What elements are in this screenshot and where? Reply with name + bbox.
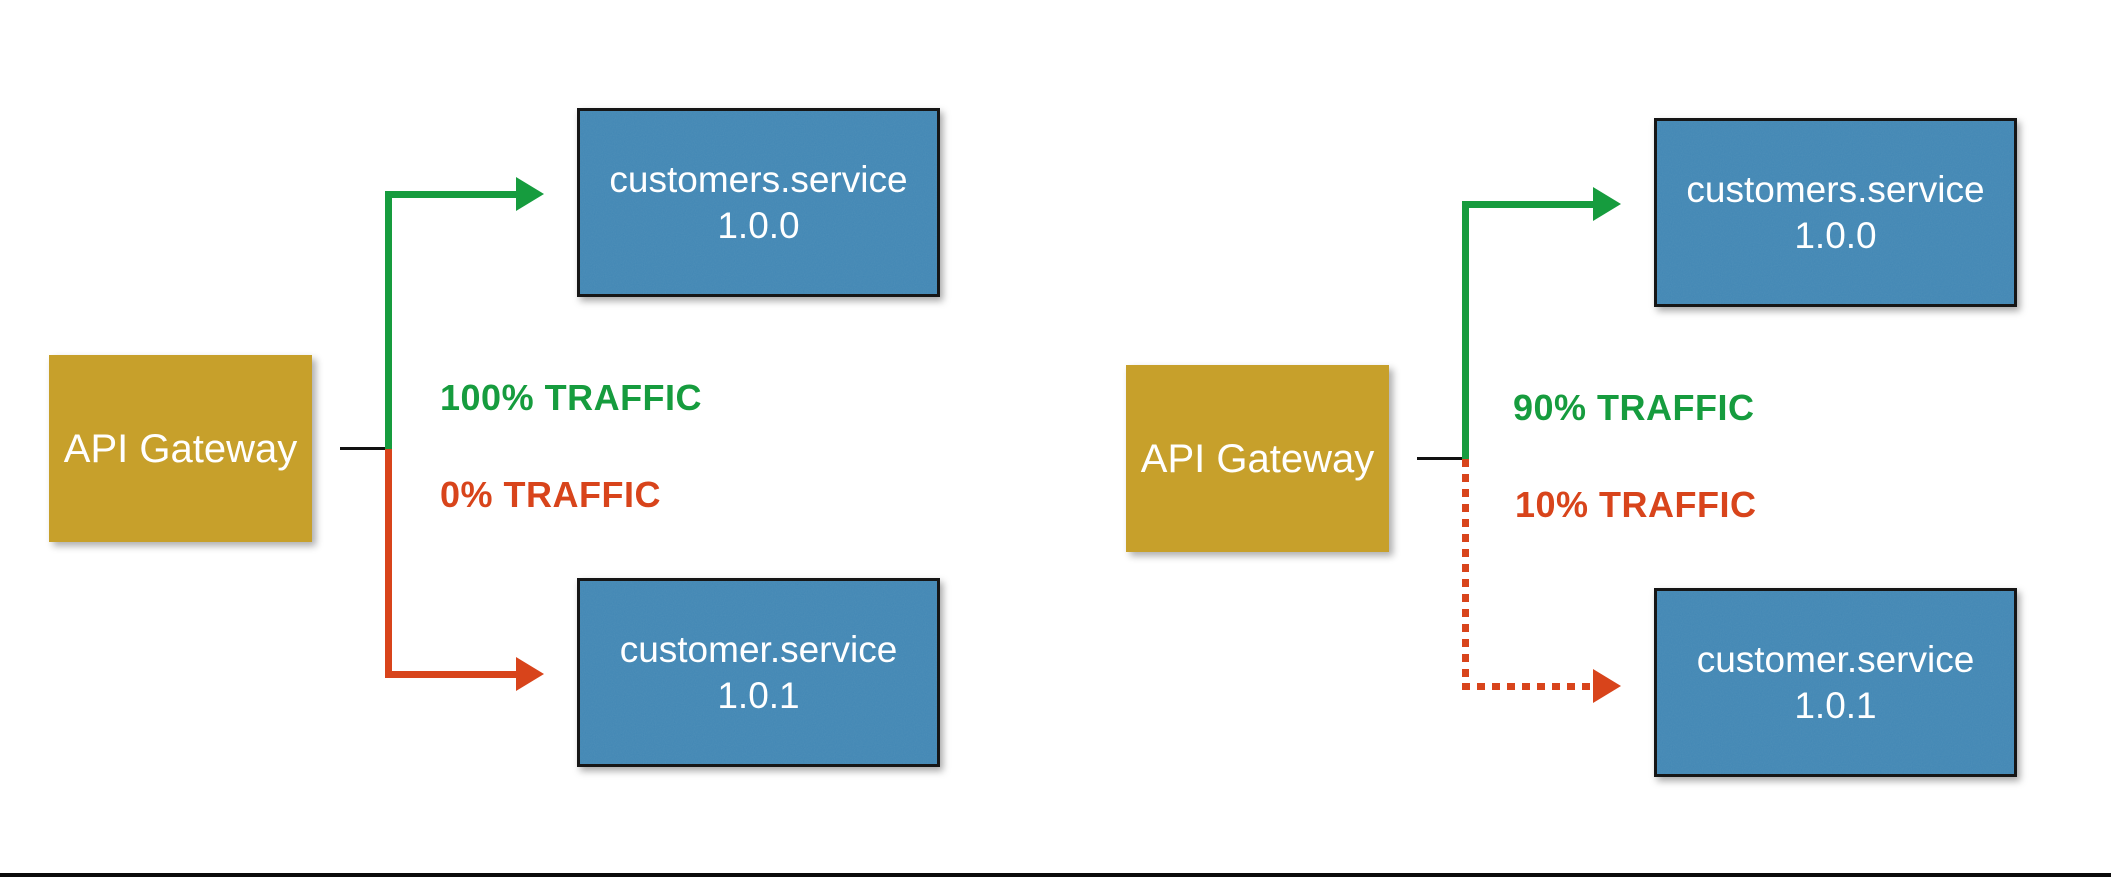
red-arrowhead-icon — [1593, 669, 1621, 703]
service-version: 1.0.0 — [1794, 214, 1877, 256]
service-node-v101: customer.service 1.0.1 — [577, 578, 940, 767]
red-arrowhead-icon — [516, 657, 544, 691]
red-arrow-horizontal-segment — [385, 671, 517, 678]
gateway-connector-stub — [1417, 457, 1463, 460]
green-arrow-horizontal-segment — [385, 191, 517, 198]
bottom-border-line — [0, 873, 2111, 877]
red-dotted-arrow-vertical-segment — [1462, 459, 1469, 686]
traffic-label-red: 0% TRAFFIC — [440, 474, 661, 515]
api-gateway-node: API Gateway — [49, 355, 312, 542]
service-version: 1.0.1 — [1794, 684, 1877, 726]
service-node-v100: customers.service 1.0.0 — [577, 108, 940, 297]
red-dotted-arrow-horizontal-segment — [1462, 683, 1594, 690]
service-name: customers.service — [609, 158, 908, 200]
service-name: customer.service — [619, 628, 898, 670]
green-arrowhead-icon — [516, 177, 544, 211]
green-arrow-horizontal-segment — [1462, 201, 1594, 208]
gateway-connector-stub — [340, 447, 386, 450]
service-node-v101: customer.service 1.0.1 — [1654, 588, 2017, 777]
traffic-label-green: 90% TRAFFIC — [1513, 387, 1755, 428]
service-name: customer.service — [1696, 638, 1975, 680]
red-arrow-vertical-segment — [385, 449, 392, 675]
green-arrow-vertical-segment — [1462, 204, 1469, 460]
service-name: customers.service — [1686, 168, 1985, 210]
service-node-v100: customers.service 1.0.0 — [1654, 118, 2017, 307]
api-gateway-label: API Gateway — [1140, 436, 1375, 481]
traffic-label-green: 100% TRAFFIC — [440, 377, 703, 418]
green-arrow-vertical-segment — [385, 194, 392, 450]
green-arrowhead-icon — [1593, 187, 1621, 221]
api-gateway-node: API Gateway — [1126, 365, 1389, 552]
service-version: 1.0.1 — [717, 674, 800, 716]
api-gateway-label: API Gateway — [63, 426, 298, 471]
traffic-label-red: 10% TRAFFIC — [1515, 484, 1757, 525]
service-version: 1.0.0 — [717, 204, 800, 246]
